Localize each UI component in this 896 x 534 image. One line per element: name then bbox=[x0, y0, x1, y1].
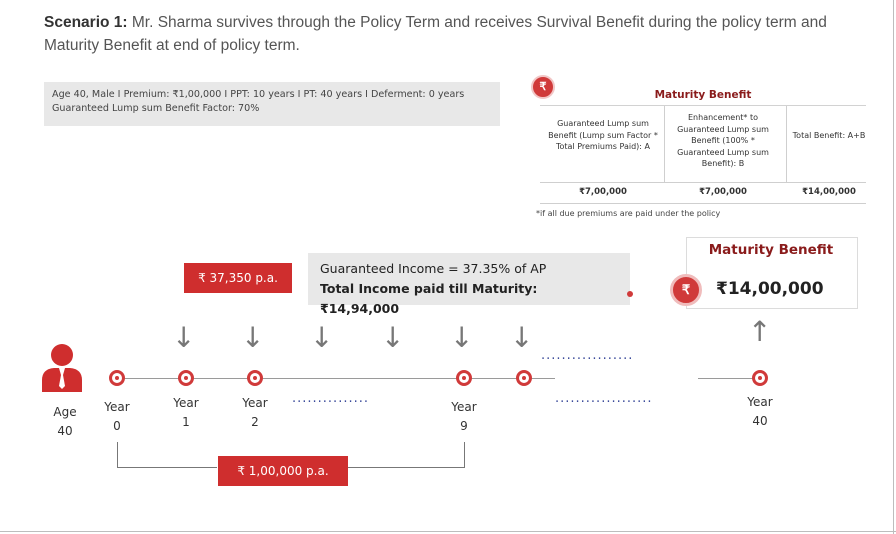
dotted-line: .................. bbox=[541, 348, 634, 363]
down-arrow-icon: ↓ bbox=[241, 321, 265, 354]
page-border bbox=[0, 531, 896, 532]
bullet-dot bbox=[627, 291, 633, 297]
page-border bbox=[893, 0, 894, 534]
down-arrow-icon: ↓ bbox=[310, 321, 334, 354]
table-divider bbox=[664, 106, 665, 182]
maturity-col-c: Total Benefit: A+B bbox=[792, 131, 866, 140]
timeline-node bbox=[752, 370, 768, 386]
table-divider bbox=[786, 106, 787, 182]
age-value: 40 bbox=[57, 424, 73, 438]
age-label: Age bbox=[53, 405, 77, 419]
dotted-line: ................... bbox=[555, 391, 653, 406]
year-label: Year bbox=[104, 400, 130, 414]
guaranteed-income-box: Guaranteed Income = 37.35% of AP Total I… bbox=[308, 253, 630, 316]
year-marker: Year 1 bbox=[164, 394, 208, 432]
maturity-col-b: Enhancement* to Guaranteed Lump sum Bene… bbox=[677, 113, 769, 168]
maturity-benefit-amount: ₹14,00,000 bbox=[716, 279, 824, 299]
year-label: Year bbox=[747, 395, 773, 409]
scenario-heading: Scenario 1: Mr. Sharma survives through … bbox=[44, 12, 884, 57]
timeline-line bbox=[698, 378, 762, 379]
year-marker: Year 9 bbox=[442, 398, 486, 436]
year-marker: Year 2 bbox=[233, 394, 277, 432]
income-badge: ₹ 37,350 p.a. bbox=[184, 263, 292, 293]
age-marker: Age 40 bbox=[47, 403, 83, 441]
premium-bracket bbox=[117, 467, 217, 468]
scenario-text: Mr. Sharma survives through the Policy T… bbox=[44, 14, 827, 54]
maturity-value-b: ₹7,00,000 bbox=[699, 187, 747, 197]
maturity-value-c: ₹14,00,000 bbox=[802, 187, 856, 197]
premium-badge: ₹ 1,00,000 p.a. bbox=[218, 456, 348, 486]
year-label: Year bbox=[242, 396, 268, 410]
year-marker: Year 40 bbox=[738, 393, 782, 431]
maturity-footnote: *if all due premiums are paid under the … bbox=[536, 209, 721, 218]
table-rule bbox=[540, 182, 866, 183]
premium-bracket bbox=[464, 442, 465, 468]
premium-bracket bbox=[348, 467, 465, 468]
maturity-table-title: Maturity Benefit bbox=[540, 84, 866, 106]
down-arrow-icon: ↓ bbox=[381, 321, 405, 354]
total-income-line: Total Income paid till Maturity: ₹14,94,… bbox=[320, 281, 538, 316]
guaranteed-income-line: Guaranteed Income = 37.35% of AP bbox=[320, 261, 547, 276]
rupee-icon: ₹ bbox=[531, 75, 555, 99]
year-marker: Year 0 bbox=[95, 398, 139, 436]
scenario-label: Scenario 1: bbox=[44, 14, 128, 31]
year-value: 0 bbox=[113, 419, 121, 433]
down-arrow-icon: ↓ bbox=[510, 321, 534, 354]
timeline-node bbox=[109, 370, 125, 386]
year-value: 1 bbox=[182, 415, 190, 429]
year-label: Year bbox=[173, 396, 199, 410]
table-rule bbox=[540, 203, 866, 204]
timeline-node bbox=[247, 370, 263, 386]
timeline-node bbox=[516, 370, 532, 386]
premium-bracket bbox=[117, 442, 118, 468]
timeline-line bbox=[117, 378, 555, 379]
rupee-icon: ₹ bbox=[670, 274, 702, 306]
maturity-benefit-card bbox=[686, 237, 858, 309]
maturity-benefit-title: Maturity Benefit bbox=[708, 242, 834, 258]
down-arrow-icon: ↓ bbox=[450, 321, 474, 354]
up-arrow-icon: ↑ bbox=[748, 315, 772, 348]
timeline-node bbox=[456, 370, 472, 386]
maturity-value-a: ₹7,00,000 bbox=[579, 187, 627, 197]
timeline-node bbox=[178, 370, 194, 386]
year-label: Year bbox=[451, 400, 477, 414]
params-line-1: Age 40, Male I Premium: ₹1,00,000 I PPT:… bbox=[52, 89, 465, 100]
person-icon bbox=[42, 344, 82, 392]
down-arrow-icon: ↓ bbox=[172, 321, 196, 354]
maturity-col-a: Guaranteed Lump sum Benefit (Lump sum Fa… bbox=[548, 119, 658, 151]
year-value: 2 bbox=[251, 415, 259, 429]
year-value: 9 bbox=[460, 419, 468, 433]
params-line-2: Guaranteed Lump sum Benefit Factor: 70% bbox=[52, 103, 260, 114]
dotted-line: ............... bbox=[292, 391, 369, 406]
policy-parameters: Age 40, Male I Premium: ₹1,00,000 I PPT:… bbox=[44, 82, 500, 126]
year-value: 40 bbox=[752, 414, 768, 428]
